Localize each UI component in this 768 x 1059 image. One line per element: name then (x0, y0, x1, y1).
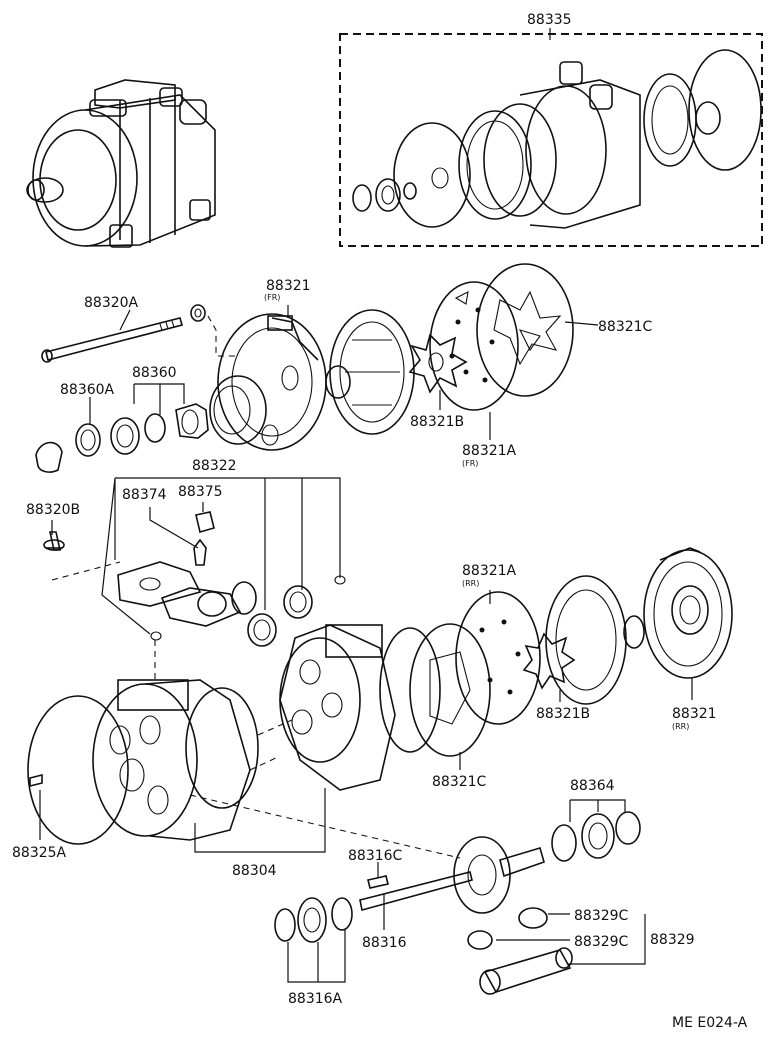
label-front-head-sub: (FR) (264, 293, 280, 302)
housing-group (27, 679, 259, 845)
part-labels: 88320A 88321 (FR) 88321C 88360 88360A 88… (12, 278, 748, 1031)
label-reed-valve-bot: 88321B (536, 706, 590, 722)
label-pin: 88325A (12, 845, 67, 861)
label-piston: 88329 (650, 932, 695, 948)
label-rear-head: 88321 (672, 706, 717, 722)
assembly-kit-box (339, 33, 763, 247)
shaft-group (274, 811, 641, 995)
front-head-group (41, 263, 574, 451)
label-valve-plate-rr-sub: (RR) (462, 579, 479, 588)
label-valve-plate-rr: 88321A (462, 563, 517, 579)
guide-lines (154, 640, 461, 859)
label-piston-c1: 88329C (574, 908, 629, 924)
assembly-kit-parts (352, 49, 762, 229)
label-washer: 88360A (60, 382, 115, 398)
label-part-75: 88375 (178, 484, 223, 500)
label-front-head: 88321 (266, 278, 311, 294)
label-seal: 88360 (132, 365, 177, 381)
label-key: 88316C (348, 848, 403, 864)
label-valve-group: 88322 (192, 458, 237, 474)
label-part-74: 88374 (122, 487, 167, 503)
label-shaft: 88316 (362, 935, 407, 951)
label-assy: 88335 (527, 12, 572, 28)
label-valve-plate-top-sub: (FR) (462, 459, 478, 468)
label-gasket-c-bot: 88321C (432, 774, 487, 790)
label-bolt-b: 88320B (26, 502, 80, 518)
label-housing: 88304 (232, 863, 277, 879)
label-thrust: 88316A (288, 991, 343, 1007)
rear-head-group (279, 547, 733, 791)
label-bolt-a: 88320A (84, 295, 139, 311)
label-rear-head-sub: (RR) (672, 722, 689, 731)
compressor-assembly-illustration (26, 79, 216, 248)
label-valve-plate-top: 88321A (462, 443, 517, 459)
label-reed-valve-top: 88321B (410, 414, 464, 430)
label-gasket-c-top: 88321C (598, 319, 653, 335)
seal-group (35, 403, 209, 473)
label-piston-c2: 88329C (574, 934, 629, 950)
bracket-group (43, 511, 346, 647)
label-bearing: 88364 (570, 778, 615, 794)
label-diagram-code: ME E024-A (672, 1015, 748, 1031)
leader-lines (39, 305, 693, 983)
